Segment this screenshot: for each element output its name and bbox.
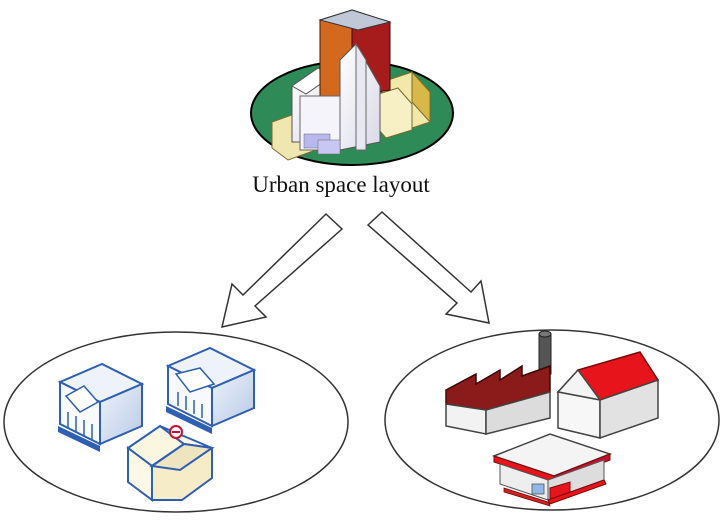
arrow-to-industrial	[366, 210, 490, 324]
factory-icon	[445, 364, 551, 435]
house-icon	[165, 346, 257, 434]
residential-houses-icon	[57, 346, 257, 502]
diagram-title: Urban space layout	[252, 172, 430, 197]
chimney-icon	[538, 330, 552, 375]
house-icon	[57, 362, 145, 452]
house-icon	[126, 424, 215, 502]
arrow-to-residential	[220, 212, 344, 328]
city-center-icon	[250, 9, 454, 166]
shop-icon	[491, 433, 613, 507]
barn-icon	[556, 351, 660, 440]
factory-and-shop-icon	[445, 330, 660, 507]
